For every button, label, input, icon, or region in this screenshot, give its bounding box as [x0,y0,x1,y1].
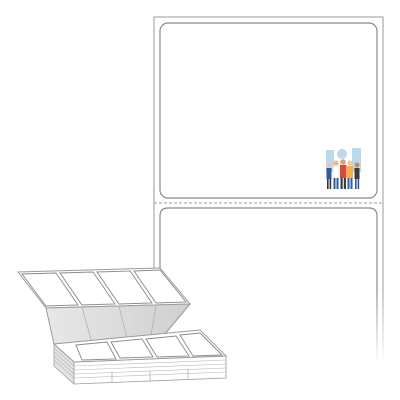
fanfold-label [110,338,154,359]
fanfold-stack [16,267,228,385]
fanfold-label [21,272,79,307]
fanfold-label [96,270,153,305]
fanfold-label [145,335,190,358]
fanfold-label [75,341,117,361]
label-top [159,22,378,199]
label-sheet [150,16,390,365]
people-group-illustration-icon [326,148,361,189]
fanfold-top-sheet [16,267,192,309]
fanfold-label [133,269,187,304]
fanfold-label [59,271,116,306]
fanfold-label [179,332,224,357]
fanfold-stack-block [52,329,228,385]
